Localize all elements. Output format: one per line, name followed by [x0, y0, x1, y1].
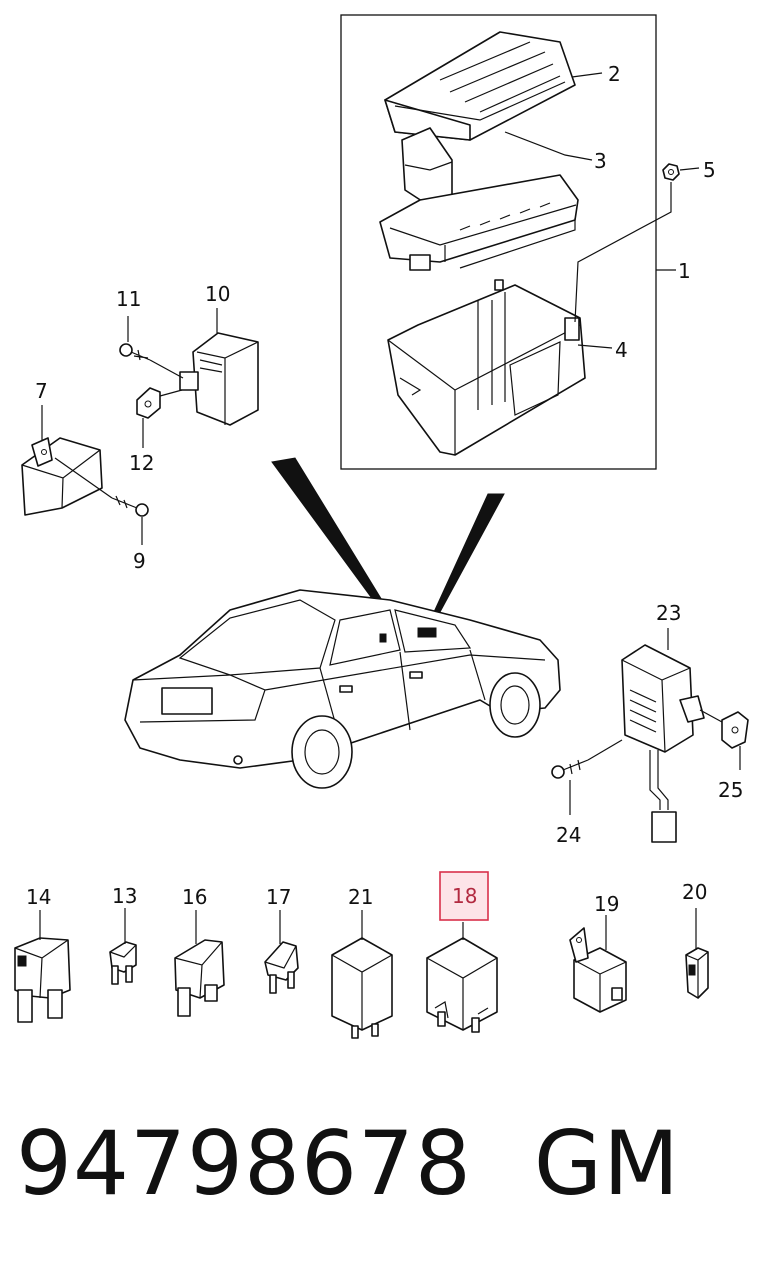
clip-12	[136, 387, 161, 419]
part-number-footer: 94798678 GM	[16, 1108, 756, 1218]
nut	[662, 163, 680, 181]
brand-name: GM	[533, 1111, 681, 1215]
assembly-frame	[340, 14, 657, 470]
diode-20	[685, 947, 709, 999]
part-number: 94798678	[16, 1111, 472, 1215]
cartridge-fuse-16	[174, 939, 225, 1017]
module-23-group: 23 25 24	[551, 601, 749, 847]
control-module-group: 11 10 12	[116, 282, 259, 475]
callout-17: 17	[266, 885, 291, 909]
cover-connector	[401, 127, 453, 206]
callout-19: 19	[594, 892, 619, 916]
blade-fuse-17	[264, 941, 299, 994]
callout-7: 7	[35, 379, 48, 403]
mini-fuse-13	[109, 941, 137, 985]
clip-25	[721, 711, 749, 749]
callout-16: 16	[182, 885, 207, 909]
relay-21	[331, 937, 393, 1039]
screw-24	[551, 759, 589, 779]
control-module	[179, 332, 259, 426]
callout-5: 5	[703, 158, 716, 182]
callout-11: 11	[116, 287, 141, 311]
callout-13: 13	[112, 884, 137, 908]
callout-4: 4	[615, 338, 628, 362]
relay-7-group: 7 9	[21, 379, 149, 573]
callout-12: 12	[129, 451, 154, 475]
callout-14: 14	[26, 885, 51, 909]
highlight-box-18	[439, 871, 489, 921]
callout-20: 20	[682, 880, 707, 904]
callout-1: 1	[678, 259, 691, 283]
callout-9: 9	[133, 549, 146, 573]
module-23	[621, 644, 705, 843]
screw-11	[119, 343, 151, 361]
callout-10: 10	[205, 282, 230, 306]
relay-19	[569, 927, 627, 1013]
screw-9	[111, 495, 149, 517]
callout-24: 24	[556, 823, 581, 847]
fuses-and-relays-row: 14 13 16 17	[14, 871, 709, 1039]
vehicle-illustration	[124, 457, 561, 789]
fuse-box-cover	[384, 31, 576, 141]
callout-2: 2	[608, 62, 621, 86]
callout-3: 3	[594, 149, 607, 173]
fuse-box-assembly: 2 3 5 1 4	[340, 14, 716, 470]
callout-18: 18	[452, 884, 477, 908]
maxi-fuse-14	[14, 937, 71, 1023]
fuse-box-base	[387, 279, 586, 456]
callout-21: 21	[348, 885, 373, 909]
relay-18	[426, 937, 498, 1033]
callout-25: 25	[718, 778, 743, 802]
callout-23: 23	[656, 601, 681, 625]
fuse-block	[379, 174, 579, 271]
relay-7	[21, 437, 103, 516]
